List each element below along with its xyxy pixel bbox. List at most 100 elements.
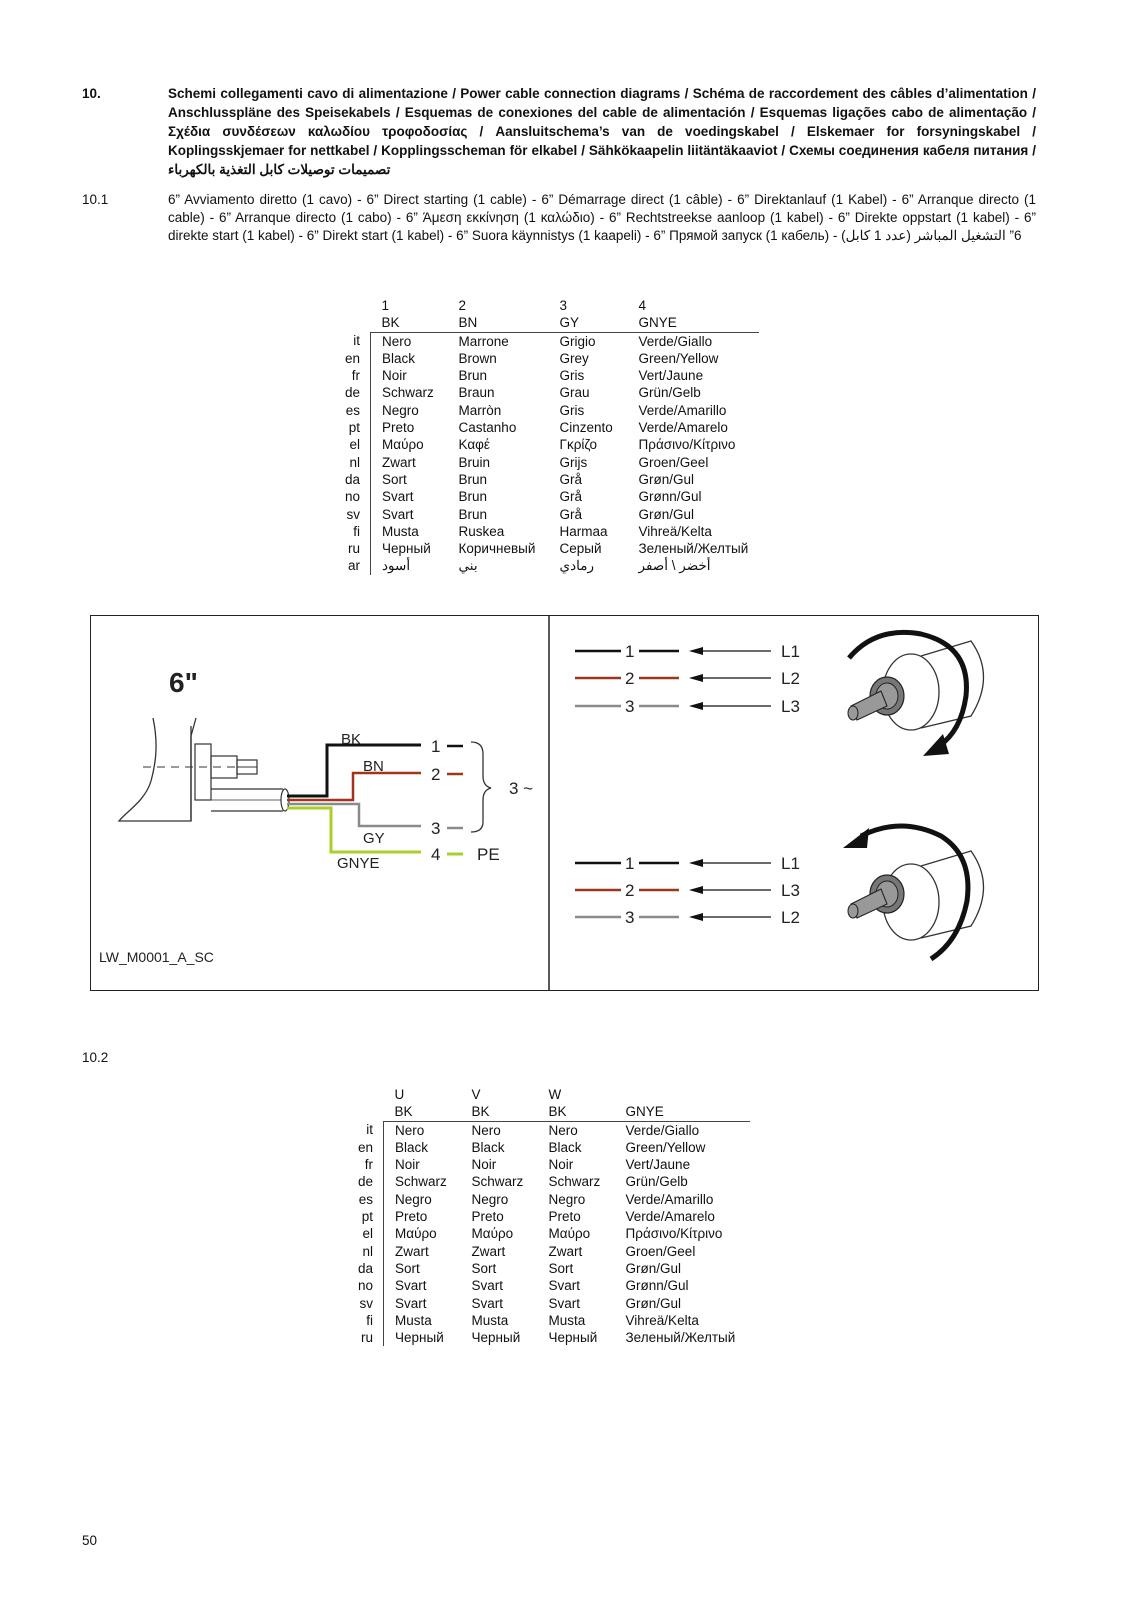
language-code: sv — [358, 1294, 385, 1312]
table-cell: رمادي — [559, 558, 594, 574]
wire-label-gnye: GNYE — [337, 855, 380, 872]
language-code: sv — [345, 505, 372, 523]
table-cell: Castanho — [458, 420, 517, 436]
table-cell: Gris — [559, 402, 585, 418]
table-cell: Grøn/Gul — [625, 1260, 682, 1276]
language-code: fi — [358, 1311, 385, 1330]
table-cell: Green/Yellow — [638, 350, 719, 366]
table-cell: Black — [471, 1139, 505, 1155]
language-code: el — [345, 436, 372, 454]
language-code: it — [358, 1121, 385, 1139]
table-cell: Preto — [471, 1209, 504, 1225]
table-cell: Brun — [458, 368, 488, 384]
wire-grey — [287, 802, 421, 828]
table-cell: بني — [458, 558, 478, 574]
section-heading: Schemi collegamenti cavo di alimentazion… — [168, 86, 1036, 177]
table-row: it Nero Marrone Grigio Verde/Giallo — [345, 332, 759, 350]
table-cell: Черный — [471, 1330, 521, 1346]
rotation-1-connections — [575, 647, 771, 710]
subsection-number-10-1: 10.1 — [82, 192, 109, 207]
table-cell: Negro — [382, 402, 419, 418]
cable-sheath — [211, 788, 283, 812]
rotation-2-connections — [575, 859, 771, 921]
table-cell: Grijs — [559, 454, 588, 470]
wire-green-yellow — [287, 806, 421, 854]
rot1-line-3: L3 — [781, 697, 800, 716]
rot2-line-3: L2 — [781, 908, 800, 927]
table-cell: Preto — [548, 1209, 581, 1225]
language-code: el — [358, 1225, 385, 1243]
table-cell: Nero — [382, 333, 412, 349]
table-cell: Verde/Amarelo — [625, 1209, 715, 1225]
table-cell: Zwart — [548, 1243, 583, 1259]
table-header-cell: 3 — [559, 298, 568, 313]
table-cell: Grå — [559, 471, 583, 487]
table-cell: Γκρίζο — [559, 437, 597, 453]
table-cell: Brun — [458, 471, 488, 487]
table-cell: Preto — [395, 1209, 428, 1225]
subsection-number-10-2: 10.2 — [82, 1050, 109, 1065]
terminal-3: 3 — [431, 819, 440, 838]
table-cell: Zwart — [395, 1243, 429, 1259]
table-cell: Noir — [471, 1157, 497, 1173]
table-cell: Vert/Jaune — [638, 368, 704, 384]
language-code: fr — [345, 367, 372, 385]
rot1-line-2: L2 — [781, 669, 800, 688]
table-cell: Green/Yellow — [625, 1139, 706, 1155]
table-cell: Svart — [471, 1278, 504, 1294]
table-cell: Noir — [395, 1157, 420, 1173]
language-code: fr — [358, 1156, 385, 1174]
table-cell: Marròn — [458, 402, 502, 418]
table-cell: Grøn/Gul — [638, 506, 695, 522]
table-cell: Μαύρο — [395, 1226, 437, 1242]
table-cell: Grå — [559, 489, 583, 505]
language-code: ru — [345, 540, 372, 558]
language-code: es — [358, 1190, 385, 1209]
pe-label: PE — [477, 845, 500, 864]
table-cell: Marrone — [458, 333, 509, 349]
language-code: es — [345, 401, 372, 420]
subsection-text-10-1: 6” Avviamento diretto (1 cavo) - 6” Dire… — [168, 192, 1036, 243]
wiring-diagram-frame: 6" BK BN GY GNYE 1 2 3 4 3 ~ P — [90, 614, 1039, 991]
table-cell: Μαύρο — [471, 1226, 514, 1242]
language-code: it — [345, 332, 372, 350]
table-cell: Nero — [471, 1122, 501, 1138]
table-cell: Verde/Amarillo — [625, 1191, 714, 1207]
table-cell: Vihreä/Kelta — [625, 1312, 699, 1328]
table-header-cell: U — [394, 1087, 405, 1102]
language-code: ar — [345, 557, 372, 575]
table-cell: Grün/Gelb — [625, 1174, 688, 1190]
table-cell: Grigio — [559, 333, 596, 349]
size-label: 6" — [169, 667, 198, 698]
terminal-4: 4 — [431, 845, 440, 864]
table-cell: Grøn/Gul — [625, 1295, 682, 1311]
table-cell: Nero — [548, 1122, 578, 1138]
terminal-2: 2 — [431, 765, 440, 784]
rot2-num-3: 3 — [625, 908, 634, 927]
table-header-code: BN — [447, 314, 549, 333]
table-cell: Preto — [382, 420, 415, 436]
table-cell: Grønn/Gul — [638, 489, 702, 505]
phase-brace — [470, 741, 492, 833]
table-cell: Grønn/Gul — [625, 1278, 689, 1294]
table-cell: Καφέ — [458, 437, 490, 453]
table-cell: Черный — [382, 541, 431, 557]
table-cell: Verde/Giallo — [638, 333, 713, 349]
table-cell: Negro — [548, 1191, 586, 1207]
